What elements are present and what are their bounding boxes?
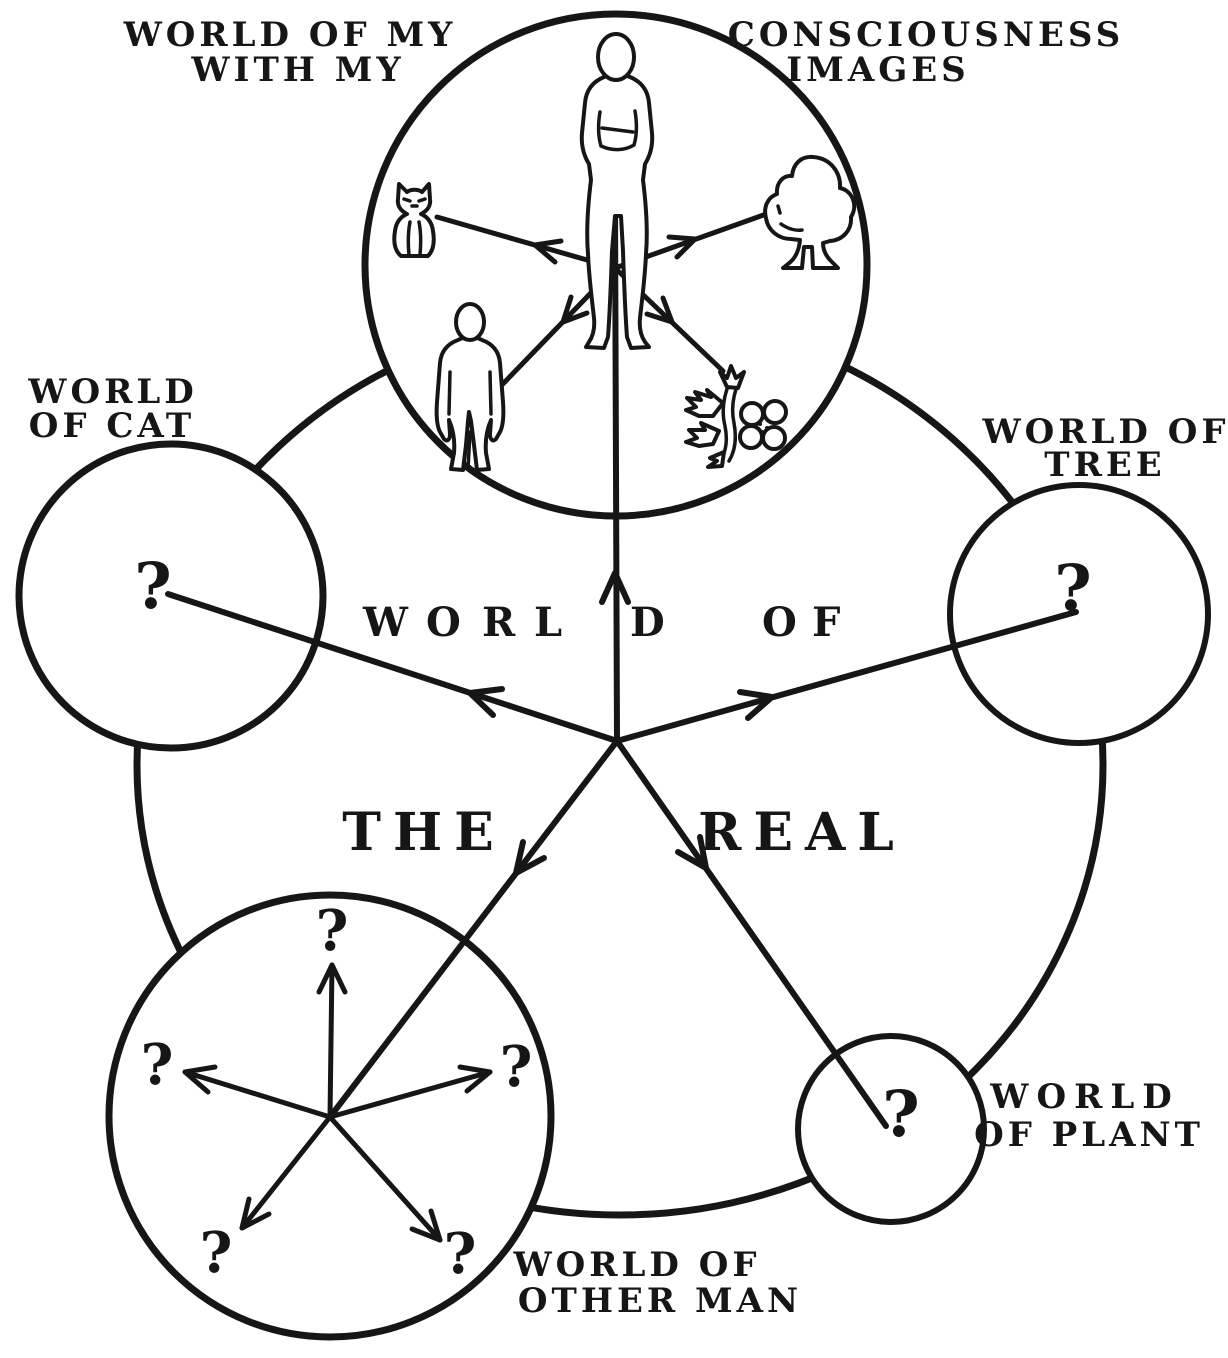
- plant-question-mark: ?: [882, 1077, 920, 1152]
- consciousness-label-left-2: WITH MY: [190, 50, 404, 90]
- other-man-arrows: [182, 962, 493, 1243]
- cat-icon: [392, 182, 436, 258]
- arrow-real-to-plant: [614, 738, 889, 1129]
- my-person-icon: [579, 32, 655, 350]
- arrow-om-right: [327, 1069, 493, 1120]
- arrowhead-om-right-icon: [457, 1064, 493, 1094]
- real-title-word3: THE: [342, 802, 505, 863]
- plant-icon: [684, 364, 788, 469]
- tree-label-2: TREE: [1044, 445, 1165, 485]
- other-man-icon: [434, 302, 506, 472]
- arrowhead-to-man-image-icon: [560, 294, 590, 325]
- arrowhead-to-other-man-icon: [513, 839, 547, 876]
- real-hub-dot: [613, 737, 621, 745]
- arrowhead-to-tree-image-icon: [666, 234, 698, 260]
- consciousness-label-right-2: IMAGES: [786, 50, 969, 90]
- arrowhead-om-lower-left-icon: [239, 1196, 272, 1231]
- other-man-label-1: WORLD OF: [512, 1245, 760, 1285]
- arrow-real-to-other-man: [327, 738, 620, 1120]
- real-title-word2: OF: [762, 599, 842, 646]
- tree-question-mark: ?: [1054, 551, 1092, 626]
- arrow-om-lower-left: [239, 1114, 333, 1231]
- other-man-hub-dot: [326, 1113, 334, 1121]
- om-question-lower-left: ?: [200, 1220, 233, 1286]
- arrowhead-om-lower-right-icon: [409, 1208, 443, 1243]
- arrow-to-cat-image: [434, 214, 618, 271]
- plant-label-2: OF PLANT: [974, 1115, 1204, 1155]
- arrowhead-om-left-icon: [182, 1064, 218, 1095]
- tree-circle: [947, 482, 1211, 746]
- arrow-om-up: [327, 962, 335, 1120]
- arrowhead-to-plant-icon: [675, 834, 709, 871]
- arrow-real-to-tree: [614, 609, 1079, 744]
- real-title-word4: REAL: [698, 802, 906, 863]
- om-question-left: ?: [141, 1032, 174, 1098]
- cat-label-1: WORLD: [27, 372, 197, 412]
- om-question-lower-right: ?: [444, 1221, 477, 1287]
- plant-label-1: WORLD: [989, 1077, 1179, 1117]
- arrow-real-to-cat: [165, 591, 620, 744]
- consciousness-label-right-1: CONSCIOUSNESS: [728, 15, 1124, 55]
- tree-label-1: WORLD OF: [981, 412, 1228, 452]
- arrowhead-up-icon: [599, 570, 631, 605]
- arrow-om-lower-right: [327, 1114, 443, 1243]
- arrow-om-left: [182, 1069, 333, 1120]
- arrowhead-to-plant-image-icon: [644, 295, 675, 325]
- arrowhead-om-up-icon: [316, 962, 348, 995]
- cat-label-2: OF CAT: [29, 406, 195, 446]
- plant-circle: [795, 1033, 987, 1225]
- om-question-top: ?: [316, 898, 349, 964]
- real-title-word1: WORLD: [362, 599, 667, 646]
- arrow-real-to-consciousness: [612, 201, 620, 744]
- arrowhead-to-cat-image-icon: [532, 238, 564, 265]
- tree-icon: [763, 154, 857, 270]
- arrowhead-to-tree-icon: [737, 689, 775, 721]
- cat-question-mark: ?: [134, 549, 172, 624]
- arrowhead-to-cat-icon: [467, 686, 505, 718]
- real-world-arrows: [165, 201, 1079, 1129]
- consciousness-label-left-1: WORLD OF MY: [123, 15, 457, 55]
- om-question-right: ?: [500, 1034, 533, 1100]
- other-man-label-2: OTHER MAN: [518, 1281, 802, 1321]
